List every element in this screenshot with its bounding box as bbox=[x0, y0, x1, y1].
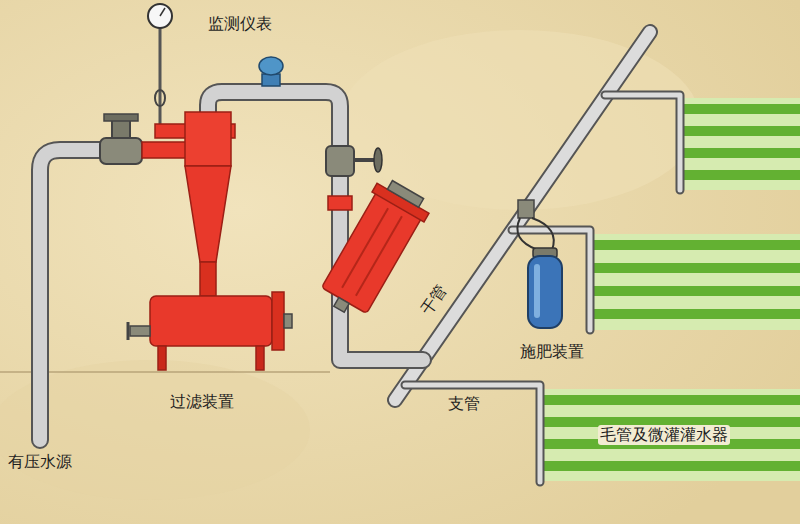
source-label: 有压水源 bbox=[6, 452, 74, 472]
flow-meter bbox=[259, 57, 283, 86]
ground-line bbox=[0, 371, 330, 373]
submain-label: 支管 bbox=[446, 394, 482, 414]
cyclone-filter bbox=[128, 112, 292, 370]
pressure-gauge bbox=[148, 4, 172, 106]
fertilizer-label: 施肥装置 bbox=[518, 342, 586, 362]
field-rows bbox=[544, 98, 800, 481]
pipes bbox=[40, 27, 680, 482]
screen-filter bbox=[313, 175, 434, 325]
gate-valve bbox=[100, 114, 142, 164]
filter-label: 过滤装置 bbox=[168, 392, 236, 412]
fertilizer-tank bbox=[517, 200, 562, 328]
lateral-label: 毛管及微灌灌水器 bbox=[598, 425, 730, 445]
meter-label: 监测仪表 bbox=[206, 14, 274, 34]
